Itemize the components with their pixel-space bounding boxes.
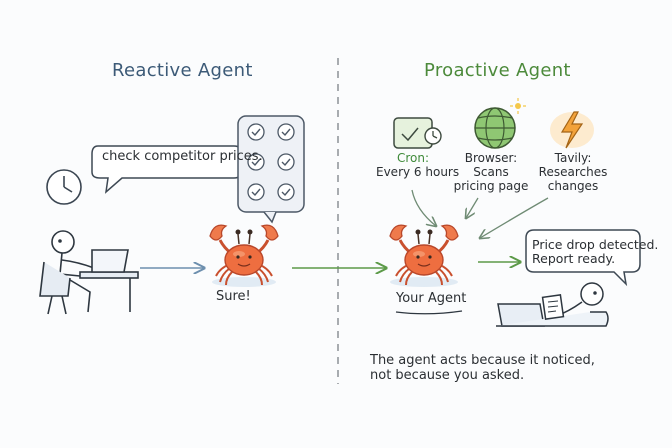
clock-icon <box>46 169 82 205</box>
cron-caption: Cron: Every 6 hours <box>376 151 459 180</box>
user-request-text: check competitor prices. <box>102 149 263 164</box>
checklist-panel <box>237 115 305 224</box>
reactive-title: Reactive Agent <box>112 60 253 81</box>
browser-detail-1: Scans <box>473 164 509 179</box>
alert-bubble <box>525 229 641 287</box>
crab-agent-proactive <box>388 223 460 287</box>
tavily-name: Tavily: <box>554 151 592 165</box>
agent-reply-text: Sure! <box>216 289 251 304</box>
browser-detail-2: pricing page <box>453 178 529 193</box>
proactive-title: Proactive Agent <box>424 60 571 81</box>
arrow-cron-to-agent <box>411 189 436 226</box>
browser-name: Browser: <box>464 151 518 165</box>
your-agent-label: Your Agent <box>396 291 467 306</box>
agent-label-underline <box>395 310 463 315</box>
arrow-browser-to-agent <box>466 197 479 218</box>
person-at-desk <box>39 230 139 315</box>
caption-line-1: The agent acts because it noticed, <box>370 353 595 368</box>
alert-line-2: Report ready. <box>532 251 616 267</box>
caption-line-2: not because you asked. <box>370 367 525 383</box>
person-reading-report <box>496 282 609 327</box>
cron-detail: Every 6 hours <box>376 164 460 179</box>
alert-text: Price drop detected. Report ready. <box>532 237 659 267</box>
crab-agent-reactive <box>208 223 280 287</box>
tavily-detail-1: Researches <box>538 164 608 179</box>
browser-caption: Browser: Scans pricing page <box>452 151 530 193</box>
lightning-icon <box>550 111 594 149</box>
globe-icon <box>474 98 526 149</box>
cron-name: Cron: <box>396 151 430 165</box>
bottom-caption: The agent acts because it noticed, not b… <box>370 353 595 384</box>
tavily-detail-2: changes <box>547 178 599 193</box>
tavily-caption: Tavily: Researches changes <box>530 151 616 193</box>
arrow-tavily-to-agent <box>480 197 549 238</box>
cron-icon <box>393 117 442 149</box>
alert-line-1: Price drop detected. <box>532 237 659 252</box>
